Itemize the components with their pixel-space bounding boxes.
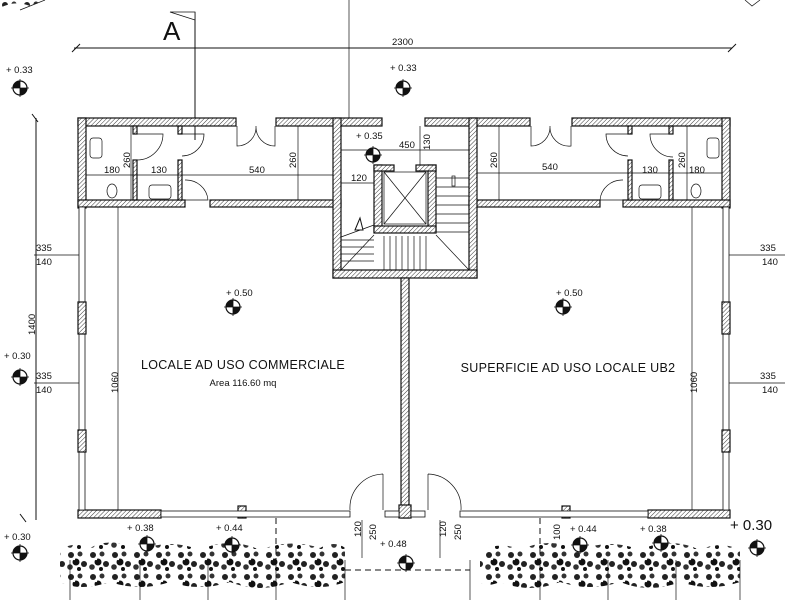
svg-text:+ 0.38: + 0.38 [127,523,154,534]
elevation-marker: + 0.30 [4,532,31,563]
svg-text:140: 140 [36,385,52,396]
elevation-marker: + 0.35 [356,131,383,165]
svg-text:1400: 1400 [27,314,38,335]
svg-text:335: 335 [760,371,776,382]
svg-text:130: 130 [422,134,433,150]
svg-text:+ 0.48: + 0.48 [380,539,407,550]
svg-text:+ 0.33: + 0.33 [6,65,33,76]
svg-text:260: 260 [677,152,688,168]
svg-text:+ 0.30: + 0.30 [730,517,772,534]
elevation-marker: + 0.44 [216,523,243,555]
elevation-marker: + 0.30 [4,351,31,387]
building-walls [77,117,731,519]
sanitary-fixtures [89,137,720,200]
svg-text:335: 335 [760,243,776,254]
svg-text:250: 250 [368,524,379,540]
svg-text:540: 540 [249,165,265,176]
dimensions-doors: 120 250 120 250 100 [353,520,563,558]
elevation-marker: + 0.48 [380,539,416,573]
elevation-marker: + 0.50 [223,288,253,317]
svg-text:SUPERFICIE AD USO LOCALE UB2: SUPERFICIE AD USO LOCALE UB2 [461,361,676,375]
svg-text:180: 180 [689,165,705,176]
svg-text:140: 140 [762,257,778,268]
svg-text:260: 260 [489,152,500,168]
svg-text:A: A [163,16,181,46]
dimensions-stair: 450 130 120 [341,126,469,184]
svg-text:+ 0.44: + 0.44 [216,523,243,534]
svg-text:140: 140 [762,385,778,396]
svg-text:120: 120 [351,173,367,184]
svg-text:+ 0.33: + 0.33 [390,63,417,74]
svg-text:+ 0.44: + 0.44 [570,524,597,535]
svg-text:130: 130 [642,165,658,176]
svg-text:260: 260 [288,152,299,168]
dimension-overall-width: 2300 [71,37,737,53]
svg-text:450: 450 [399,140,415,151]
dimension-overall-depth: 1400 [19,113,39,523]
north-arrow-fragment [744,0,761,7]
elevation-marker: + 0.50 [553,288,583,317]
elevation-marker: + 0.44 [570,524,597,555]
elevation-markers: + 0.33 + 0.33 + 0.35 + 0.50 + 0.50 + 0.3… [4,63,772,573]
svg-text:+ 0.35: + 0.35 [356,131,383,142]
elevation-marker: + 0.33 [390,63,417,98]
svg-text:+ 0.30: + 0.30 [4,351,31,362]
room-label-right: SUPERFICIE AD USO LOCALE UB2 [461,361,676,375]
hedges [60,518,741,600]
elevation-marker: + 0.30 [730,517,772,558]
svg-text:335: 335 [36,371,52,382]
svg-text:Area 116.60 mq: Area 116.60 mq [210,378,277,389]
elevation-marker: + 0.38 [127,523,157,554]
svg-text:+ 0.38: + 0.38 [640,524,667,535]
svg-text:1060: 1060 [689,372,700,393]
svg-text:130: 130 [151,165,167,176]
vegetation-top-left [0,0,48,11]
svg-text:140: 140 [36,257,52,268]
room-label-left: LOCALE AD USO COMMERCIALE Area 116.60 mq [141,358,345,389]
glazed-facades [77,206,731,518]
svg-text:100: 100 [552,524,563,540]
svg-text:+ 0.30: + 0.30 [4,532,31,543]
svg-text:180: 180 [104,165,120,176]
staircase [340,171,470,271]
doors [136,125,674,511]
elevation-marker: + 0.33 [6,65,33,98]
dimensions-right-unit: 260 540 130 260 180 1060 [477,126,722,393]
svg-text:+ 0.50: + 0.50 [226,288,253,299]
svg-text:335: 335 [36,243,52,254]
dimensions-left-unit: 180 260 130 540 260 1060 [86,126,333,393]
svg-text:540: 540 [542,162,558,173]
section-mark: A [163,11,196,140]
svg-text:LOCALE AD USO COMMERCIALE: LOCALE AD USO COMMERCIALE [141,358,345,372]
svg-text:260: 260 [122,152,133,168]
svg-text:+ 0.50: + 0.50 [556,288,583,299]
svg-text:120: 120 [438,521,449,537]
svg-text:2300: 2300 [392,37,413,48]
elevation-marker: + 0.38 [640,524,671,553]
window-dimensions: 335 140 335 140 335 140 335 140 [34,243,785,396]
svg-text:250: 250 [453,524,464,540]
svg-text:120: 120 [353,521,364,537]
svg-text:1060: 1060 [110,372,121,393]
